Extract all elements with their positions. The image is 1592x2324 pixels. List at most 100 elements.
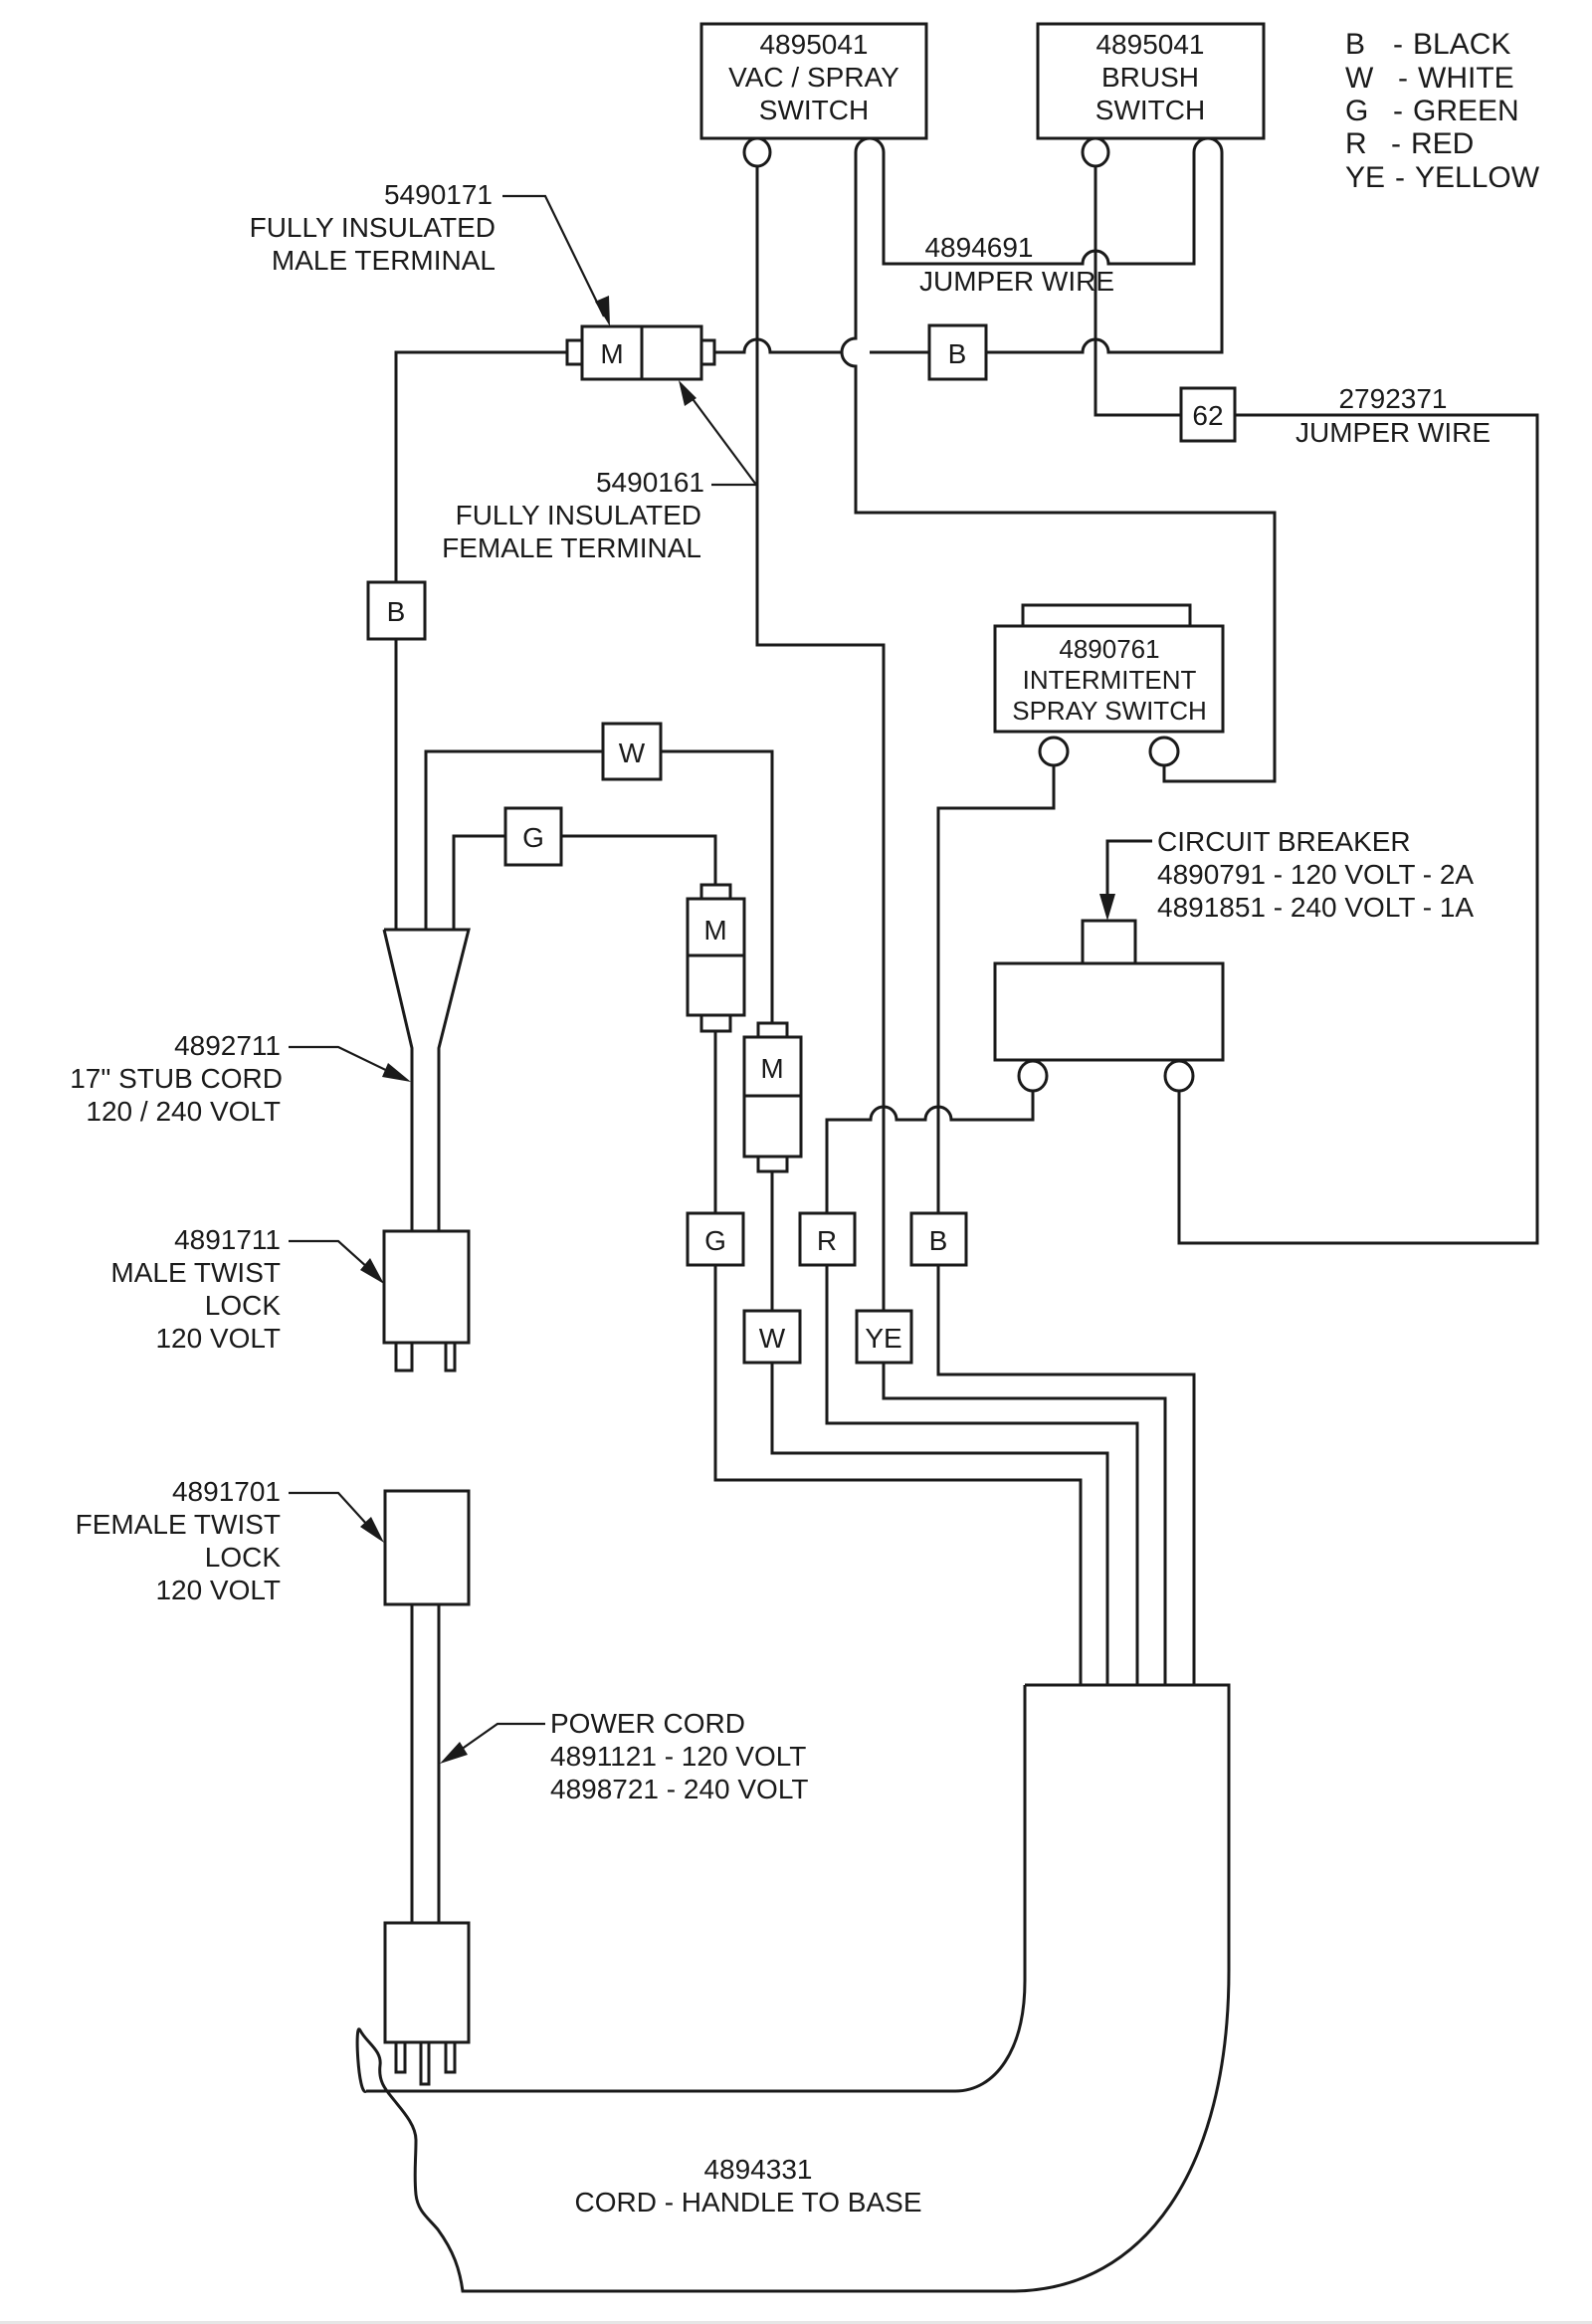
- circuit-breaker-callout: CIRCUIT BREAKER 4890791 - 120 VOLT - 2A …: [1099, 826, 1474, 923]
- power-cord-callout: POWER CORD 4891121 - 120 VOLT 4898721 - …: [440, 1708, 808, 1804]
- female-terminal: [640, 324, 703, 381]
- svg-text:M: M: [760, 1053, 783, 1084]
- svg-text:G: G: [522, 822, 544, 853]
- jumper-4894691-part: 4894691: [924, 232, 1033, 263]
- jumper-62-tag: 62: [1179, 386, 1237, 443]
- svg-text:LOCK: LOCK: [205, 1542, 282, 1573]
- brush-terminal-left: [1081, 136, 1110, 168]
- jumper-2792371-label: JUMPER WIRE: [1295, 417, 1491, 448]
- stub-cord-callout: 4892711 17" STUB CORD 120 / 240 VOLT: [70, 1030, 411, 1127]
- color-legend: B - BLACK W - WHITE G - GREEN R - RED YE…: [1345, 28, 1540, 194]
- svg-text:WHITE: WHITE: [1418, 62, 1514, 95]
- svg-text:LOCK: LOCK: [205, 1290, 282, 1321]
- svg-text:B: B: [948, 338, 967, 369]
- stub-cord: [382, 928, 471, 1231]
- svg-text:120 / 240 VOLT: 120 / 240 VOLT: [86, 1096, 281, 1127]
- svg-text:VAC / SPRAY: VAC / SPRAY: [728, 62, 899, 93]
- plug-prong: [444, 1341, 457, 1373]
- wire-tag-bundle-red: R: [798, 1211, 857, 1267]
- arrow-icon: [360, 1258, 384, 1284]
- svg-text:YE: YE: [1345, 161, 1385, 194]
- svg-text:BLACK: BLACK: [1413, 28, 1510, 61]
- svg-text:4894331: 4894331: [703, 2154, 812, 2185]
- male-twist-lock-callout: 4891711 MALE TWIST LOCK 120 VOLT: [110, 1224, 384, 1354]
- plug-prong: [394, 2040, 407, 2074]
- arrow-icon: [1099, 894, 1115, 921]
- male-twist-lock-plug: [382, 1229, 471, 1373]
- wire-jumper-2792371: [1177, 413, 1539, 1245]
- wires: [394, 159, 1539, 1685]
- svg-text:17" STUB CORD: 17" STUB CORD: [70, 1063, 283, 1094]
- power-cord: [383, 1604, 471, 2086]
- svg-text:MALE TERMINAL: MALE TERMINAL: [272, 245, 496, 276]
- wire-tag-top-black: B: [927, 323, 988, 381]
- svg-text:SWITCH: SWITCH: [1095, 95, 1205, 125]
- svg-text:-: -: [1393, 28, 1403, 61]
- svg-text:B: B: [929, 1225, 948, 1256]
- svg-text:SPRAY SWITCH: SPRAY SWITCH: [1012, 696, 1207, 726]
- male-terminal-callout: 5490171 FULLY INSULATED MALE TERMINAL: [250, 179, 610, 326]
- svg-text:SWITCH: SWITCH: [759, 95, 869, 125]
- wire-stub-green: [452, 834, 717, 930]
- legend-item-black: B - BLACK: [1345, 28, 1510, 61]
- plug-prong: [444, 2040, 457, 2074]
- plug-prong-ground: [419, 2040, 431, 2086]
- wire-left-black: [394, 350, 567, 930]
- svg-text:FULLY INSULATED: FULLY INSULATED: [250, 212, 496, 243]
- svg-text:5490161: 5490161: [596, 467, 704, 498]
- white-wire-connector: M: [742, 1021, 803, 1173]
- wire-tag-bundle-green: G: [686, 1211, 745, 1267]
- intermittent-spray-switch: 4890761 INTERMITENT SPRAY SWITCH: [993, 603, 1225, 767]
- circuit-breaker: [993, 919, 1225, 1093]
- vac-spray-switch-body: [699, 22, 928, 140]
- svg-text:120 VOLT: 120 VOLT: [155, 1323, 281, 1354]
- wire-bundle-green: [713, 1031, 1083, 1685]
- wire-bundle-red: [825, 1092, 1139, 1685]
- wire-tag-stub-green: G: [503, 806, 563, 867]
- svg-text:-: -: [1391, 127, 1401, 160]
- jumper-2792371-part: 2792371: [1338, 383, 1447, 414]
- legend-item-yellow: YE - YELLOW: [1345, 161, 1540, 194]
- svg-text:4891701: 4891701: [172, 1476, 281, 1507]
- vac-terminal-right: [854, 136, 886, 164]
- svg-text:5490171: 5490171: [384, 179, 493, 210]
- vac-spray-switch: 4895041 VAC / SPRAY SWITCH: [699, 22, 928, 168]
- svg-text:M: M: [600, 338, 623, 369]
- svg-text:-: -: [1398, 62, 1408, 95]
- female-twist-lock-callout: 4891701 FEMALE TWIST LOCK 120 VOLT: [76, 1476, 384, 1605]
- arrow-icon: [679, 380, 696, 406]
- intermittent-terminal-left: [1038, 736, 1070, 767]
- plug-prong: [394, 1341, 414, 1373]
- legend-item-white: W - WHITE: [1345, 62, 1514, 95]
- wire-tag-bundle-black: B: [909, 1211, 968, 1267]
- brush-switch: 4895041 BRUSH SWITCH: [1036, 22, 1266, 168]
- svg-text:FEMALE TERMINAL: FEMALE TERMINAL: [442, 532, 701, 563]
- vac-terminal-left: [742, 136, 772, 168]
- svg-text:4890791 - 120 VOLT - 2A: 4890791 - 120 VOLT - 2A: [1157, 859, 1474, 890]
- svg-text:MALE TWIST: MALE TWIST: [110, 1257, 281, 1288]
- breaker-terminal-right: [1163, 1059, 1195, 1093]
- legend-item-red: R - RED: [1345, 127, 1474, 160]
- wire-bundle-white: [770, 1170, 1109, 1685]
- wire-brush-to-jumper-62: [1094, 166, 1181, 417]
- wire-tag-bundle-white: W: [742, 1309, 802, 1365]
- wire-tag-left-black: B: [366, 580, 427, 641]
- svg-text:-: -: [1393, 95, 1403, 127]
- breaker-terminal-left: [1017, 1059, 1049, 1093]
- brush-terminal-right: [1192, 136, 1224, 164]
- svg-text:B: B: [1345, 28, 1365, 61]
- svg-text:4895041: 4895041: [1095, 29, 1204, 60]
- svg-text:INTERMITENT: INTERMITENT: [1023, 665, 1197, 695]
- svg-text:R: R: [1345, 127, 1367, 160]
- svg-text:FULLY INSULATED: FULLY INSULATED: [456, 500, 701, 530]
- wire-stub-white: [424, 749, 774, 1035]
- wire-tag-bundle-yellow: YE: [855, 1309, 913, 1365]
- arrow-icon: [595, 296, 610, 326]
- svg-text:CIRCUIT BREAKER: CIRCUIT BREAKER: [1157, 826, 1411, 857]
- intermittent-terminal-right: [1148, 736, 1180, 767]
- male-terminal: [580, 324, 644, 381]
- svg-text:4898721 - 240 VOLT: 4898721 - 240 VOLT: [550, 1774, 808, 1804]
- svg-text:4891121 - 120 VOLT: 4891121 - 120 VOLT: [550, 1741, 806, 1772]
- svg-text:-: -: [1395, 161, 1405, 194]
- wire-bundle-black: [936, 764, 1196, 1685]
